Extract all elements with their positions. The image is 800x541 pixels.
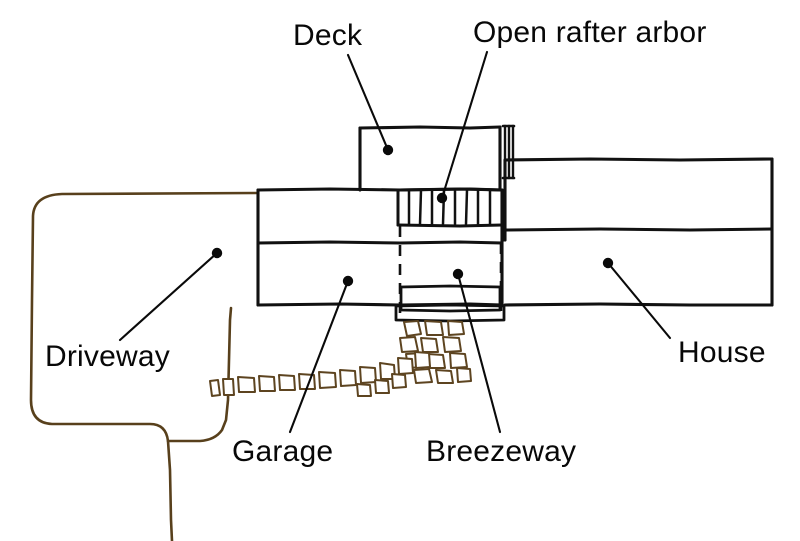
leader-line-garage [288,279,350,434]
label-house: House [678,336,766,369]
driveway-shape [29,191,258,541]
leader-line-breezeway [456,272,502,434]
house-shape [500,157,774,307]
leader-dot-house [602,257,614,269]
leader-dot-open-rafter-arbor [436,192,448,204]
breezeway-entry [394,284,506,323]
leader-line-driveway [118,251,219,342]
deck-shape [358,124,516,192]
label-driveway: Driveway [45,340,170,373]
open-rafter-arbor-shape [396,187,504,228]
leader-line-deck [346,53,390,152]
label-garage: Garage [232,435,333,468]
leader-line-open-rafter-arbor [440,50,489,200]
leader-line-house [606,261,672,340]
leader-dot-garage [342,275,354,287]
leader-lines [118,50,672,434]
leader-dot-driveway [211,247,223,259]
label-open-rafter-arbor: Open rafter arbor [473,16,707,49]
leader-dot-breezeway [452,268,464,280]
garage-driveway-joint [166,306,233,443]
leader-dot-deck [382,144,394,156]
label-breezeway: Breezeway [426,435,576,468]
stone-path-walk [209,351,431,397]
label-deck: Deck [293,19,363,52]
stone-path-cluster [399,320,472,384]
diagram-labels: Deck Open rafter arbor Driveway Garage B… [45,16,766,468]
